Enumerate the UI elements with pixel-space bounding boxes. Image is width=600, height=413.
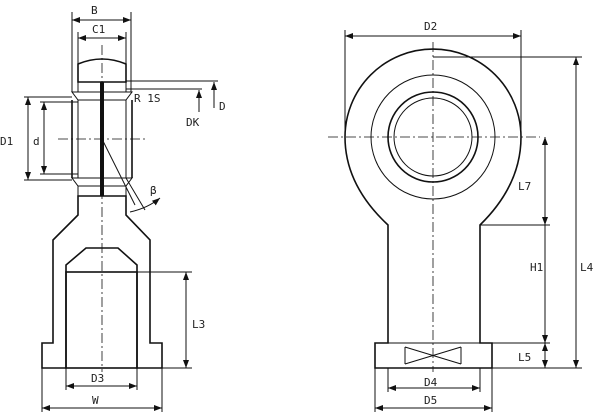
label-D4: D4	[424, 376, 438, 389]
label-D5: D5	[424, 394, 437, 407]
label-C1: C1	[92, 23, 105, 36]
label-D2: D2	[424, 20, 437, 33]
label-d: d	[33, 135, 40, 148]
label-D: D	[219, 100, 226, 113]
label-H1: H1	[530, 261, 543, 274]
label-L5: L5	[518, 351, 531, 364]
label-DK: DK	[186, 116, 200, 129]
label-D1: D1	[0, 135, 13, 148]
label-L4: L4	[580, 261, 594, 274]
label-R: R 1S	[134, 92, 161, 105]
front-view: D2 L7 H1 L4 L5 D4 D5	[328, 20, 594, 412]
label-L3: L3	[192, 318, 205, 331]
label-L7: L7	[518, 180, 531, 193]
label-W: W	[92, 394, 99, 407]
label-beta: β	[150, 184, 157, 197]
label-D3: D3	[91, 372, 104, 385]
section-view: B C1 R 1S D DK D1 d β L3 D3 W	[0, 4, 226, 412]
label-B: B	[91, 4, 98, 17]
